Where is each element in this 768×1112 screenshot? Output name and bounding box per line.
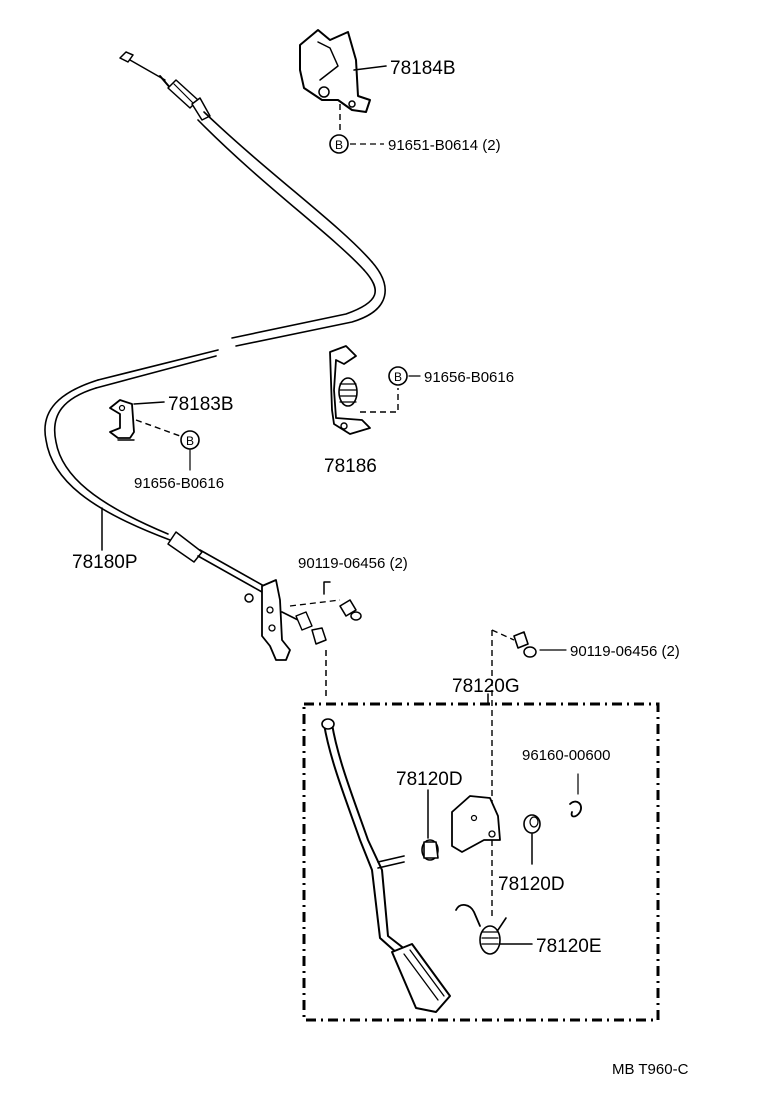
accelerator-cable [44,51,386,603]
bolt-marker-letter: B [186,434,194,448]
pedal-bracket [451,795,501,853]
bolt-marker-letter: B [335,138,343,152]
bolt-marker-left: B [180,430,200,450]
label-96160: 96160-00600 [522,747,610,764]
label-78183b: 78183B [168,394,234,415]
clip-96160 [569,800,582,818]
leader-bolt-bracket [323,581,331,595]
label-78186: 78186 [324,456,377,477]
bolt-marker-mid: B [388,366,408,386]
label-91656-left: 91656-B0616 [134,475,224,492]
leader-78183b [133,401,165,405]
clamp-78183b [109,399,135,441]
label-91656-right: 91656-B0616 [424,369,514,386]
bolt-marker-letter: B [394,370,402,384]
spring-bracket-78186 [329,345,371,435]
label-diagram-code: MB T960-C [612,1061,689,1078]
dash-bracket-bolt [289,599,341,607]
label-91651: 91651-B0614 (2) [388,137,501,154]
label-78120d-right: 78120D [498,874,565,895]
cable-end-bracket [261,579,327,661]
label-78180p: 78180P [72,552,138,573]
dash-78186-bolt [360,388,399,413]
bushing-78120d-right [523,814,541,834]
label-90119-left: 90119-06456 (2) [298,555,408,572]
spring-78120e [455,904,507,955]
leader-78184b [353,65,387,71]
bolt-90119-right [513,631,537,658]
assembly-box [302,702,660,1022]
label-90119-right: 90119-06456 (2) [570,643,680,660]
pedal-pad [391,943,451,1013]
bracket-78184b [299,29,371,113]
dash-78183b-bolt [135,419,181,437]
label-78120g: 78120G [452,676,520,697]
bolt-90119-left [339,599,362,621]
dash-right-bolt [491,629,515,641]
bolt-marker-top: B [329,134,349,154]
label-78184b: 78184B [390,58,456,79]
bushing-78120d-left [421,839,439,861]
label-78120e: 78120E [536,936,602,957]
label-78120d-left: 78120D [396,769,463,790]
pedal-arm [321,718,407,955]
